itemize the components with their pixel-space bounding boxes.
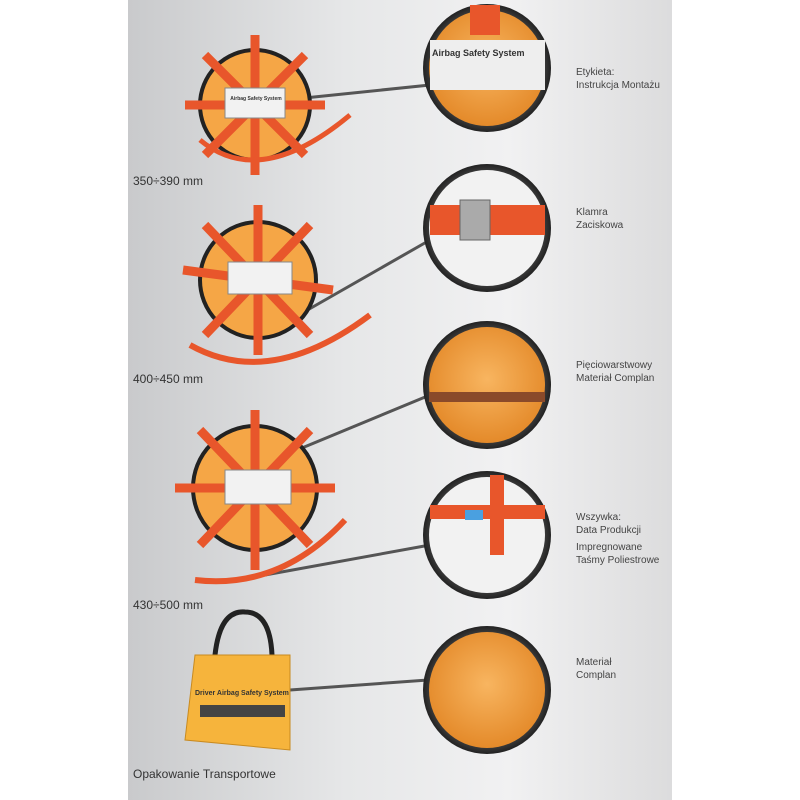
zoom-circle-tag (423, 471, 551, 599)
callout-line2: Taśmy Poliestrowe (576, 555, 660, 566)
airbag-disc-medium (182, 205, 372, 365)
size-label-medium: 400÷450 mm (133, 372, 203, 386)
zoom-circle-buckle (423, 164, 551, 292)
callout-line1: Materiał (576, 657, 612, 668)
connector-lines (264, 83, 431, 692)
zoom-circle-material (423, 321, 551, 449)
bag-print-text: Driver Airbag Safety System (195, 690, 289, 697)
callout-label-etykieta: Etykieta: Instrukcja Montażu (576, 66, 660, 92)
airbag-disc-large (175, 410, 348, 585)
size-label-large: 430÷500 mm (133, 598, 203, 612)
callout-label-wszywka: Wszywka: Data Produkcji (576, 511, 641, 537)
callout-line1: Impregnowane (576, 542, 643, 553)
connector-line (289, 238, 431, 322)
connector-line (284, 393, 431, 457)
bag-label: Opakowanie Transportowe (133, 767, 276, 781)
callout-line2: Zaciskowa (576, 220, 624, 231)
callout-line2: Data Produkcji (576, 525, 642, 536)
callout-line2: Complan (576, 670, 617, 681)
callout-line2: Materiał Complan (576, 373, 655, 384)
size-label-small: 350÷390 mm (133, 174, 203, 188)
zoom-circle-label (423, 4, 551, 132)
zoom-label-text: Airbag Safety System (432, 48, 525, 58)
callout-line2: Instrukcja Montażu (576, 80, 660, 91)
connector-line (264, 543, 431, 577)
callout-line1: Wszywka: (576, 512, 621, 523)
disc-label-text: Airbag Safety System (230, 96, 282, 102)
airbag-disc-small (185, 35, 352, 175)
transport-bag (184, 609, 291, 751)
callout-line1: Etykieta: (576, 67, 615, 78)
zoom-circle-complan (423, 626, 551, 754)
callout-line1: Klamra (576, 207, 608, 218)
connector-line (289, 678, 429, 692)
callout-line1: Pięciowarstwowy (576, 360, 653, 371)
